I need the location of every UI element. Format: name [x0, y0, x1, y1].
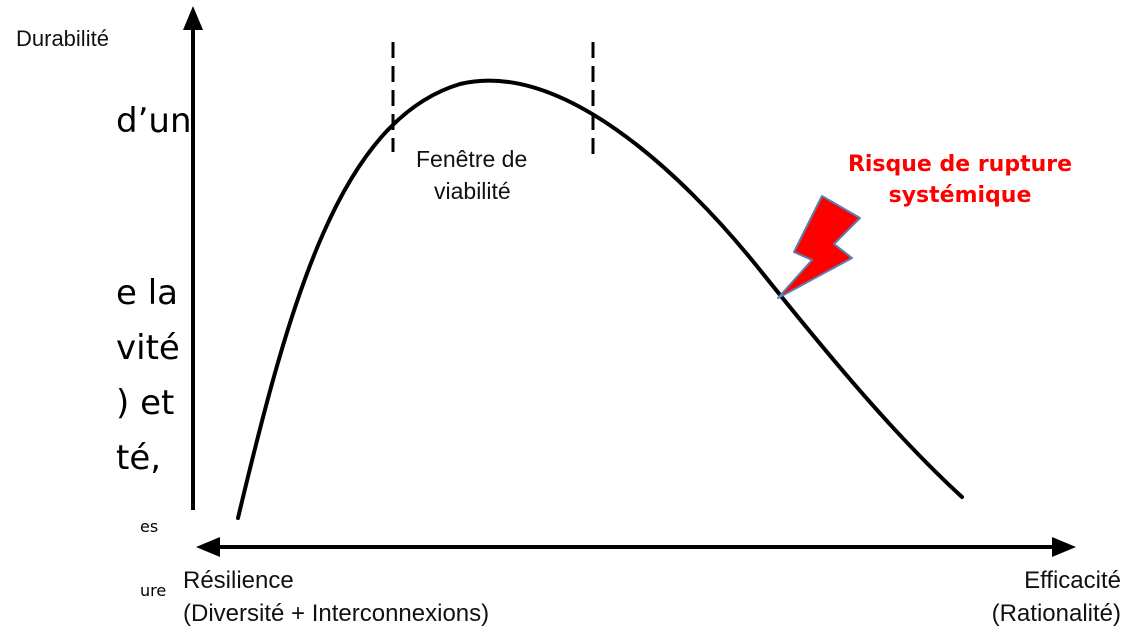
bg-fragment-6: es: [140, 517, 159, 536]
x-axis-left-label-line1: Résilience: [183, 567, 294, 594]
x-axis-right-arrowhead: [1052, 537, 1076, 557]
x-axis-right-label-line2: (Rationalité): [991, 600, 1121, 627]
systemic-risk-label-line1: Risque de rupture: [847, 152, 1073, 177]
durability-curve: [236, 78, 964, 520]
x-axis-left-arrowhead: [196, 537, 220, 557]
bg-fragment-4: ) et: [116, 383, 175, 423]
bg-fragment-3: vité: [116, 328, 180, 368]
viability-window-label-line2: viabilité: [434, 178, 511, 204]
bg-fragment-1: d’un: [116, 101, 192, 141]
viability-window-label-line1: Fenêtre de: [416, 146, 528, 172]
x-axis-left-label-line2: (Diversité + Interconnexions): [183, 600, 490, 627]
y-axis-arrowhead: [183, 6, 203, 30]
systemic-risk-label: Risque de rupture systémique: [808, 150, 1112, 212]
systemic-risk-label-line2: systémique: [888, 182, 1032, 208]
bg-fragment-2: e la: [116, 273, 179, 313]
bg-fragment-5: té,: [116, 438, 162, 478]
lightning-icon: [777, 195, 861, 299]
y-axis-label: Durabilité: [16, 26, 109, 51]
x-axis-right-label-line1: Efficacité: [1024, 567, 1121, 594]
bg-fragment-7: ure: [140, 581, 167, 600]
